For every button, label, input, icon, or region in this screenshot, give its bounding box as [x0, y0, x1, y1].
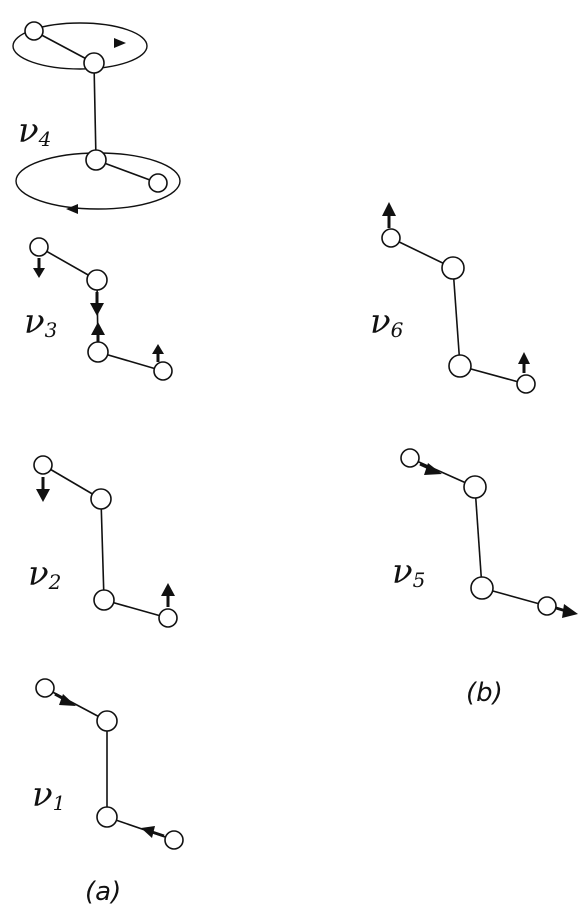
- atom: [87, 341, 109, 363]
- bond: [97, 351, 164, 372]
- mode-v5-molecule: [400, 448, 578, 618]
- mode-v4-molecule: [12, 21, 181, 214]
- bond: [93, 62, 97, 161]
- mode-v3-molecule: [29, 237, 173, 381]
- displacement-arrow-head: [59, 694, 76, 706]
- atom: [96, 710, 118, 732]
- displacement-arrow: [151, 830, 165, 838]
- mode-v1-molecule: [35, 678, 184, 850]
- atom: [86, 269, 108, 291]
- atom: [24, 21, 44, 41]
- displacement-arrow-head: [424, 463, 442, 475]
- mode-label-v1: ν1: [32, 775, 65, 815]
- atom: [448, 354, 472, 378]
- displacement-arrow-head: [152, 344, 164, 354]
- bond: [38, 246, 98, 281]
- bond: [103, 599, 169, 619]
- atom: [96, 806, 118, 828]
- mode-label-v4: ν4: [18, 111, 51, 151]
- mode-label-v3: ν3: [24, 302, 57, 342]
- displacement-arrow-head: [91, 322, 105, 335]
- atom: [29, 237, 49, 257]
- displacement-arrow-head: [36, 489, 50, 502]
- bond: [452, 267, 461, 367]
- bond: [100, 498, 105, 601]
- atom: [90, 488, 112, 510]
- mode-label-v2: ν2: [28, 554, 61, 594]
- atom: [441, 256, 465, 280]
- mode-label-v6: ν6: [370, 302, 404, 342]
- displacement-arrow-head: [562, 604, 578, 618]
- atom: [470, 576, 494, 600]
- atom: [33, 455, 53, 475]
- panel-label-a: (a): [85, 877, 121, 907]
- mode-label-v5: ν5: [392, 552, 425, 592]
- atom: [153, 361, 173, 381]
- upper-rotation-ellipse: [12, 22, 148, 70]
- bond: [42, 464, 102, 500]
- mode-v2-molecule: [33, 455, 178, 628]
- displacement-arrow-head: [141, 826, 155, 838]
- bond: [33, 30, 95, 64]
- atom: [381, 228, 401, 248]
- rotation-arrow-lower: [66, 204, 78, 214]
- displacement-arrow-head: [161, 583, 175, 596]
- displacement-arrow-head: [90, 303, 104, 316]
- atom: [400, 448, 420, 468]
- mode-v6-molecule: [381, 202, 536, 394]
- displacement-arrow-head: [518, 352, 530, 364]
- atom: [85, 149, 107, 171]
- atom: [83, 52, 105, 74]
- bond: [474, 486, 483, 589]
- atom: [93, 589, 115, 611]
- displacement-arrow-head: [33, 268, 45, 278]
- bond: [95, 159, 159, 184]
- atom: [158, 608, 178, 628]
- atom: [463, 475, 487, 499]
- atom: [164, 830, 184, 850]
- rotation-arrow-upper: [114, 38, 126, 48]
- atom: [516, 374, 536, 394]
- atom: [35, 678, 55, 698]
- panel-label-b: (b): [466, 678, 503, 708]
- atom: [537, 596, 557, 616]
- atom: [148, 173, 168, 193]
- displacement-arrow-head: [382, 202, 396, 216]
